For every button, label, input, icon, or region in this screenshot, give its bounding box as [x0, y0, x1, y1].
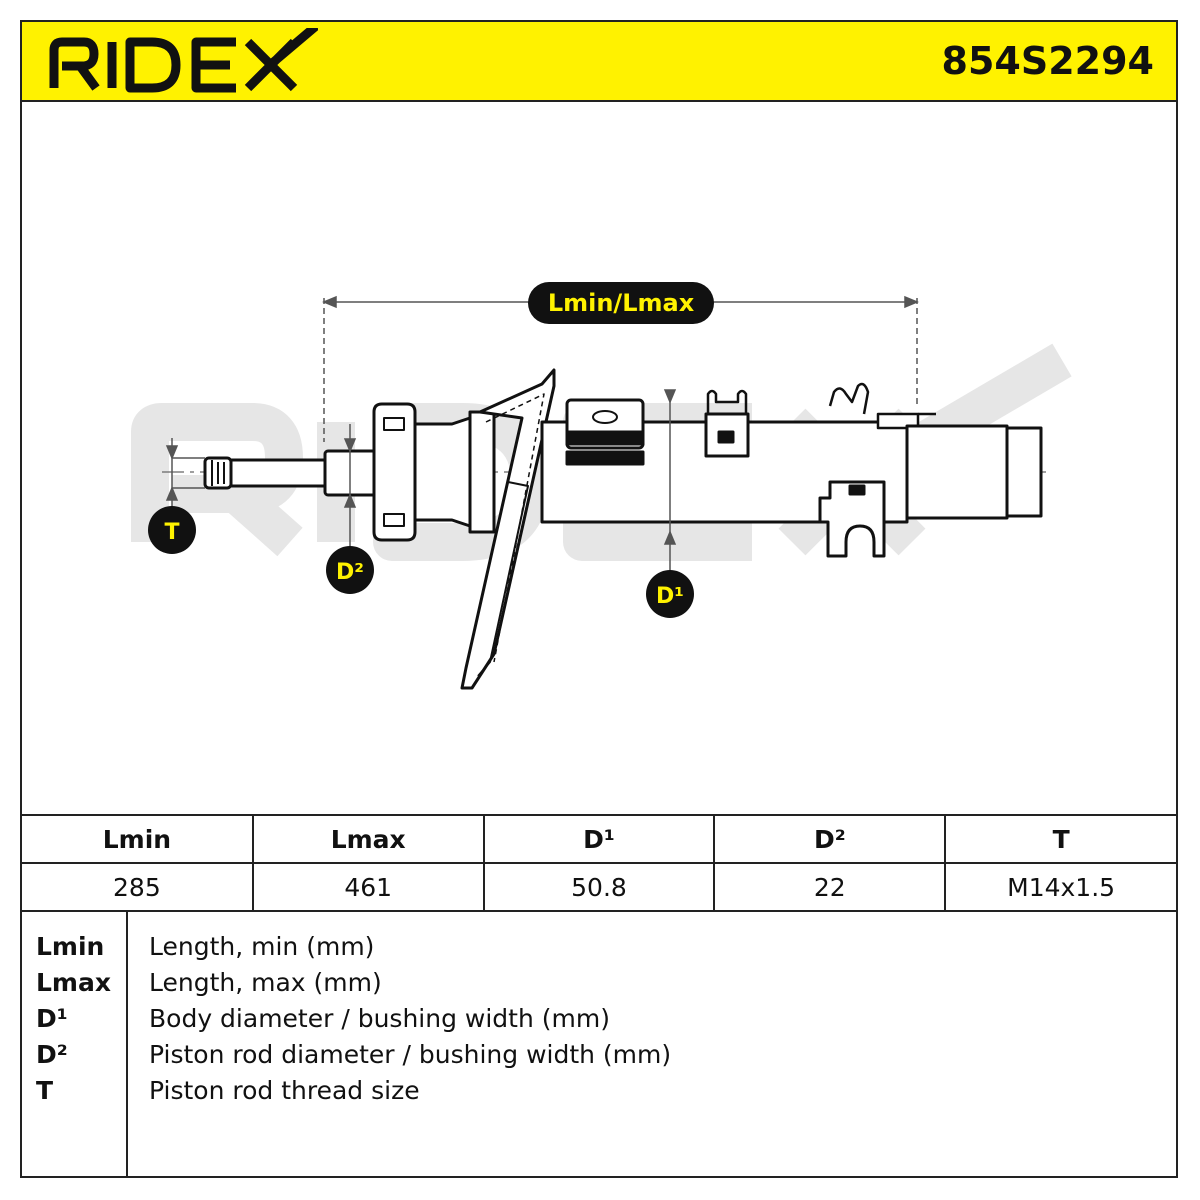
legend-desc: Length, min (mm) — [149, 932, 375, 961]
rod-diameter-badge — [326, 546, 374, 594]
legend-item: D¹ Body diameter / bushing width (mm) — [22, 1004, 1176, 1040]
ridex-logo-icon — [49, 22, 319, 93]
shock-absorber — [203, 368, 1043, 690]
legend-key: T — [36, 1076, 54, 1105]
length-label: Lmin/Lmax — [548, 289, 695, 317]
specs-header-lmin: Lmin — [22, 814, 254, 864]
body-diameter-badge — [646, 570, 694, 618]
specs-table: Lmin Lmax D¹ D² T 285 461 50.8 22 M14x1.… — [22, 814, 1176, 912]
legend-item: Lmax Length, max (mm) — [22, 968, 1176, 1004]
technical-drawing: Lmin/Lmax — [22, 102, 1176, 814]
legend-key: D¹ — [36, 1004, 68, 1033]
legend: Lmin Length, min (mm) Lmax Length, max (… — [22, 912, 1176, 1178]
part-number: 854S2294 — [941, 39, 1154, 83]
rod-diameter-dimension — [343, 424, 357, 548]
length-label-badge — [528, 282, 714, 324]
thread-badge — [148, 506, 196, 554]
specs-value-lmax: 461 — [251, 862, 485, 912]
shock-absorber-drawing: Lmin/Lmax — [131, 282, 1072, 690]
specs-header-d1: D¹ — [482, 814, 716, 864]
specs-header-d2: D² — [713, 814, 947, 864]
body-diameter-dimension — [663, 389, 677, 572]
legend-item: Lmin Length, min (mm) — [22, 932, 1176, 968]
legend-item: T Piston rod thread size — [22, 1076, 1176, 1112]
brand-logo — [48, 22, 319, 98]
legend-key: Lmin — [36, 932, 105, 961]
legend-divider — [126, 912, 128, 1178]
legend-desc: Piston rod thread size — [149, 1076, 420, 1105]
legend-desc: Length, max (mm) — [149, 968, 382, 997]
specs-value-d2: 22 — [713, 862, 947, 912]
rod-diameter-label: D² — [336, 560, 364, 585]
legend-desc: Body diameter / bushing width (mm) — [149, 1004, 610, 1033]
legend-key: D² — [36, 1040, 68, 1069]
specs-value-d1: 50.8 — [482, 862, 716, 912]
specs-value-lmin: 285 — [22, 862, 254, 912]
specs-header-row: Lmin Lmax D¹ D² T — [22, 814, 1176, 864]
specs-value-row: 285 461 50.8 22 M14x1.5 — [22, 862, 1176, 912]
thread-label: T — [164, 520, 179, 545]
legend-key: Lmax — [36, 968, 111, 997]
specs-header-lmax: Lmax — [251, 814, 485, 864]
legend-desc: Piston rod diameter / bushing width (mm) — [149, 1040, 672, 1069]
body-diameter-label: D¹ — [656, 584, 684, 609]
specs-header-t: T — [944, 814, 1176, 864]
datasheet-frame: 854S2294 Lmin/Lmax — [20, 20, 1178, 1178]
specs-value-t: M14x1.5 — [944, 862, 1176, 912]
header-bar: 854S2294 — [22, 22, 1176, 102]
legend-item: D² Piston rod diameter / bushing width (… — [22, 1040, 1176, 1076]
